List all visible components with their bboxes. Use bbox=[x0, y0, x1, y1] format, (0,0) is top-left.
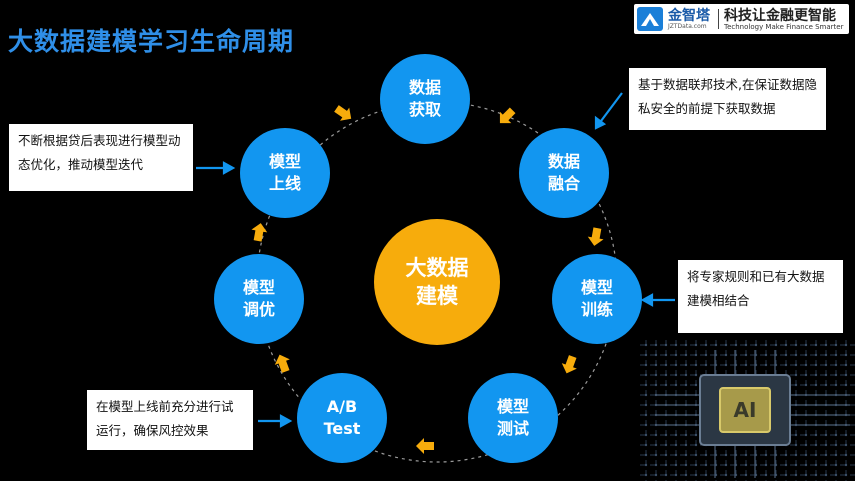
cycle-arrow-icon bbox=[561, 355, 577, 374]
logo-domain: JZTData.com bbox=[668, 23, 707, 30]
node-model-train: 模型 训练 bbox=[552, 254, 642, 344]
logo-slogan-en: Technology Make Finance Smarter bbox=[724, 23, 844, 31]
chip-icon: AI bbox=[640, 340, 855, 481]
svg-text:AI: AI bbox=[734, 398, 757, 422]
note-launch: 不断根据贷后表现进行模型动态优化，推动模型迭代 bbox=[9, 124, 193, 191]
cycle-arrow-icon bbox=[251, 223, 268, 242]
node-ab-test: A/B Test bbox=[297, 373, 387, 463]
note-acquire: 基于数据联邦技术,在保证数据隐私安全的前提下获取数据 bbox=[629, 68, 826, 130]
brand-logo: 金智塔 JZTData.com 科技让金融更智能 Technology Make… bbox=[634, 4, 849, 34]
node-model-tune: 模型 调优 bbox=[214, 254, 304, 344]
cycle-arrow-icon bbox=[587, 227, 604, 246]
cycle-arrow-icon bbox=[334, 105, 352, 121]
node-data-fusion: 数据 融合 bbox=[519, 128, 609, 218]
logo-separator bbox=[718, 9, 719, 29]
center-node: 大数据 建模 bbox=[374, 219, 500, 345]
cycle-arrow-icon bbox=[416, 438, 434, 454]
slide-title: 大数据建模学习生命周期 bbox=[8, 27, 295, 56]
node-data-acquire: 数据 获取 bbox=[380, 54, 470, 144]
logo-brand: 金智塔 bbox=[668, 8, 710, 24]
cycle-arrow-icon bbox=[499, 107, 516, 124]
logo-icon bbox=[637, 7, 663, 31]
logo-slogan: 科技让金融更智能 bbox=[724, 8, 836, 24]
node-model-test: 模型 测试 bbox=[468, 373, 558, 463]
node-model-launch: 模型 上线 bbox=[240, 128, 330, 218]
note-train: 将专家规则和已有大数据建模相结合 bbox=[678, 260, 843, 333]
cycle-arrow-icon bbox=[274, 354, 290, 373]
note-abtest: 在模型上线前充分进行试运行，确保风控效果 bbox=[87, 390, 253, 450]
